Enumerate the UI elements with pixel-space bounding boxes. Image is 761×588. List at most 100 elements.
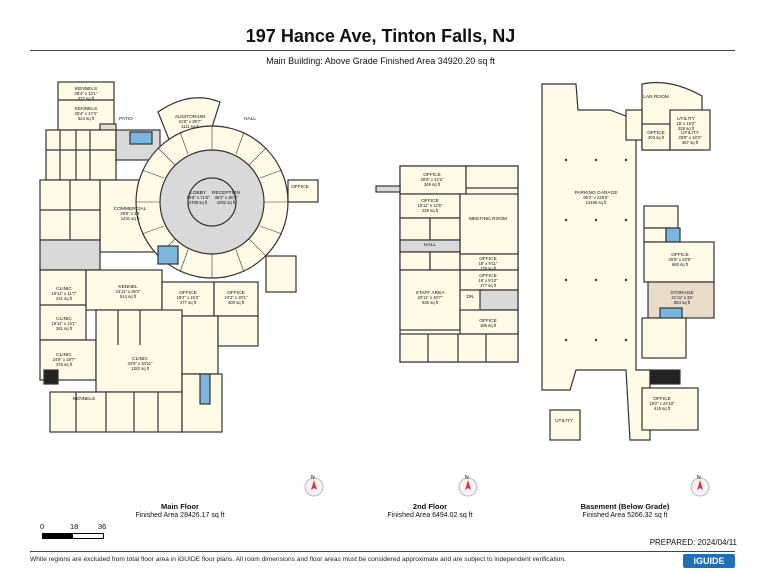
room-label-basement-6-area: 954 sq ft <box>674 300 691 305</box>
room-label-second-1-name: OFFICE <box>421 198 439 204</box>
floor-name-basement: Basement (Below Grade) <box>580 502 670 511</box>
compass-main-north-label: N <box>311 475 315 481</box>
room-label-main-3-area: 1111 sq ft <box>181 124 199 129</box>
basement-plan <box>541 81 715 441</box>
room-label-basement-5-dim: 26'8" x 23'9" <box>669 257 692 262</box>
room-label-main-13-area: 281 sq ft <box>56 326 73 331</box>
room-label-main-12-area: 231 sq ft <box>56 296 73 301</box>
room-label-second-6-dim: 20'11" x 40'7" <box>418 295 443 300</box>
room-label-basement-5-name: OFFICE <box>671 252 689 258</box>
room-label-basement-0-dim: 65'4" x 225'5" <box>583 195 609 200</box>
room-label-main-6-name: RECEPTION <box>212 190 241 196</box>
room-label-basement-3-dim: 26'8" x 18'3" <box>679 135 702 140</box>
header-divider <box>30 50 735 51</box>
room-label-main-1-area: 524 sq ft <box>78 116 95 121</box>
room-label-basement-6-name: STORAGE <box>670 290 693 296</box>
compass-basement-north-label: N <box>697 475 701 481</box>
compass-main-icon: N <box>304 475 324 497</box>
floor-caption-main: Main Floor Finished Area 28426.17 sq ft <box>120 502 240 520</box>
room-label-second-0-area: 349 sq ft <box>424 182 441 187</box>
room-label-basement-7-area: 418 sq ft <box>654 406 671 411</box>
room-label-basement-7-name: OFFICE <box>653 396 671 402</box>
room-label-basement-3-name: UTILITY <box>681 130 700 136</box>
room-label-main-4-name: HALL <box>244 116 256 122</box>
room-label-main-0-dim: 38'4" x 10'1" <box>75 91 98 96</box>
room-label-main-16-name: KENNELS <box>73 396 95 402</box>
room-label-second-5-name: OFFICE <box>479 273 497 279</box>
room-label-main-2-name: PATIO <box>119 116 133 122</box>
room-label-main-8-name: COMMERCIAL <box>114 206 147 212</box>
room-label-second-6-name: STAFF AREA <box>416 290 446 296</box>
room-label-basement-1-name: LAN ROOM <box>643 94 669 100</box>
room-label-main-11-dim: 24'2" x 20'1" <box>225 295 248 300</box>
room-label-main-13-dim: 19'11" x 14'1" <box>52 321 77 326</box>
room-label-basement-2-dim: 15' x 15'3" <box>676 121 696 126</box>
room-label-main-14-dim: 24'9" x 18'7" <box>53 357 76 362</box>
compass-second-north-label: N <box>465 475 469 481</box>
property-address-title: 197 Hance Ave, Tinton Falls, NJ <box>245 26 516 46</box>
room-label-main-10-name: OFFICE <box>179 290 197 296</box>
room-label-main-5-dim: 76'6" x 71'5" <box>187 195 210 200</box>
prepared-date: PREPARED: 2024/04/11 <box>649 538 737 547</box>
room-label-main-9-dim: 24'11" x 26'2" <box>116 289 141 294</box>
room-label-main-15-dim: 34'9" x 34'11" <box>128 361 153 366</box>
room-label-main-10-area: 277 sq ft <box>180 300 197 305</box>
compass-basement-icon: N <box>690 475 710 497</box>
room-label-second-7-area: 186 sq ft <box>480 323 497 328</box>
room-label-main-1-dim: 30'4" x 17'4" <box>75 111 98 116</box>
room-label-basement-0-area: 12468 sq ft <box>586 200 608 205</box>
room-label-basement-7-dim: 18'2" x 24'10" <box>649 401 675 406</box>
floor-caption-basement: Basement (Below Grade) Finished Area 526… <box>560 502 690 520</box>
room-label-main-3-dim: 41'8" x 39'7" <box>179 119 202 124</box>
room-label-basement-0-name: PARKING GARAGE <box>574 190 617 196</box>
room-label-second-4-dim: 18' x 9'11" <box>479 261 498 266</box>
room-label-main-11-name: OFFICE <box>227 290 245 296</box>
floor-area-second: Finished Area 6494.02 sq ft <box>387 512 473 519</box>
room-label-main-7-name: OFFICE <box>291 184 309 190</box>
room-label-basement-6-dim: 41'11" x 33' <box>671 295 692 300</box>
room-label-second-5-dim: 18' x 9'10" <box>478 278 498 283</box>
room-label-main-6-dim: 36'3" x 36'3" <box>215 195 238 200</box>
building-area-subtitle: Main Building: Above Grade Finished Area… <box>266 56 495 66</box>
floor-area-main: Finished Area 28426.17 sq ft <box>135 512 225 519</box>
room-label-second-4-name: OFFICE <box>479 256 497 262</box>
room-label-main-9-name: KENNEL <box>118 284 138 290</box>
scale-label-18: 18 <box>70 522 79 531</box>
footer-divider <box>30 551 735 552</box>
room-label-main-9-area: 614 sq ft <box>120 294 137 299</box>
room-label-basement-5-area: 660 sq ft <box>672 262 689 267</box>
floor-name-second: 2nd Floor <box>412 502 448 511</box>
room-label-main-0-area: 377 sq ft <box>78 96 95 101</box>
room-label-main-5-name: LOBBY <box>190 190 207 196</box>
room-label-basement-8-name: UTILITY <box>555 418 574 424</box>
room-label-second-1-dim: 19'11" x 12'6" <box>418 203 443 208</box>
room-label-basement-4-name: OFFICE <box>647 130 665 136</box>
room-label-second-7-name: OFFICE <box>479 318 497 324</box>
room-label-second-2-name: MEETING ROOM <box>469 216 507 222</box>
second-floor-plan <box>375 165 519 363</box>
room-label-basement-3-area: 487 sq ft <box>682 140 699 145</box>
floor-caption-second: 2nd Floor Finished Area 6494.02 sq ft <box>370 502 490 520</box>
room-label-main-8-dim: 29'6" x 49' <box>120 211 139 216</box>
room-label-main-0-name: KENNELS <box>75 86 97 92</box>
main-floor-plan <box>39 81 319 433</box>
room-label-main-1-name: KENNELS <box>75 106 97 112</box>
room-label-second-5-area: 177 sq ft <box>480 283 497 288</box>
room-label-main-14-name: CLINIC <box>56 352 72 358</box>
room-label-main-8-area: 1231 sq ft <box>121 216 140 221</box>
room-label-main-13-name: CLINIC <box>56 316 72 322</box>
room-label-main-14-area: 376 sq ft <box>56 362 73 367</box>
room-label-main-12-name: CLINIC <box>56 286 72 292</box>
scale-bar: 0 18 36 <box>36 522 116 542</box>
room-label-main-15-area: 1182 sq ft <box>131 366 150 371</box>
scale-label-0: 0 <box>40 522 45 531</box>
compass-second-icon: N <box>458 475 478 497</box>
room-label-basement-2-area: 228 sq ft <box>678 126 695 131</box>
room-label-second-8-name: DN <box>467 294 474 300</box>
room-label-second-4-area: 179 sq ft <box>480 266 497 271</box>
room-label-second-6-area: 936 sq ft <box>422 300 439 305</box>
